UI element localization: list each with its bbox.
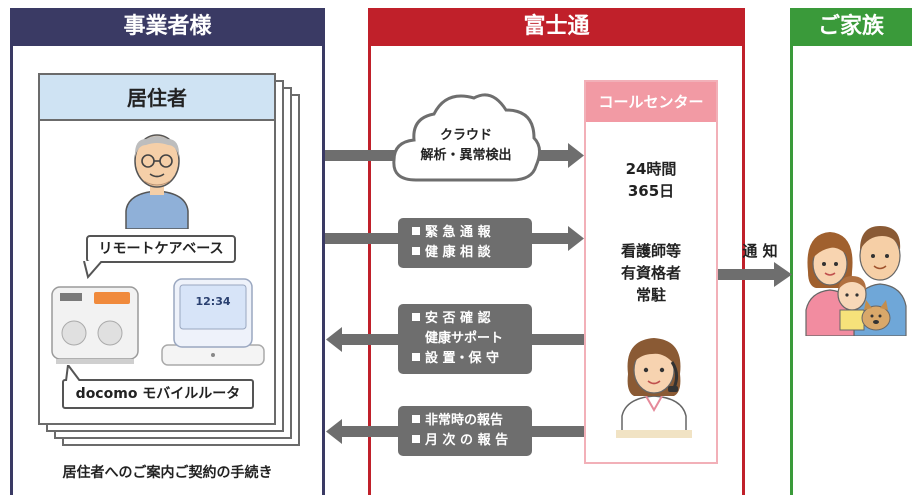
flow-emergency-report: 非常時の報告 [425, 413, 504, 428]
flow-to-center-box: 緊 急 通 報 健 康 相 談 [398, 218, 532, 268]
business-column [10, 46, 325, 495]
flow-safety-check: 安 否 確 認 [425, 311, 491, 326]
fujitsu-header: 富士通 [368, 8, 745, 46]
remote-care-device-icon [50, 283, 140, 365]
notify-label: 通 知 [742, 242, 778, 260]
cloud-icon [388, 88, 544, 188]
business-footer-text: 居住者へのご案内ご契約の手続き [62, 465, 273, 481]
operator-icon [616, 334, 692, 438]
remote-care-base-text: リモートケアベース [98, 241, 224, 257]
call-center-header: コールセンター [586, 82, 716, 122]
business-header: 事業者様 [10, 8, 325, 46]
call-center-title: コールセンター [598, 93, 704, 111]
remote-label-pointer [83, 261, 103, 279]
family-column [790, 46, 912, 495]
call-center-hours-365: 365日 [627, 182, 675, 200]
elderly-person-icon [122, 131, 192, 229]
flow-health-support: 健康サポート [425, 331, 504, 346]
cloud-label: クラウド 解析・異常検出 [392, 126, 540, 166]
arrow-emergency-head [568, 226, 584, 251]
call-center-hours-24: 24時間 [625, 160, 677, 178]
family-header: ご家族 [790, 8, 912, 46]
arrow-cloud-to-center-head [568, 143, 584, 168]
flow-health-consult: 健 康 相 談 [425, 245, 491, 260]
router-label-pointer [65, 365, 81, 381]
call-center-staff-nurse: 看護師等 [620, 242, 681, 260]
call-center-staff-resident: 常駐 [635, 286, 666, 304]
fujitsu-header-title: 富士通 [523, 14, 590, 39]
family-header-title: ご家族 [817, 14, 884, 39]
arrow-cloud-to-center-shaft [538, 150, 568, 161]
remote-care-base-label: リモートケアベース [86, 235, 236, 263]
arrow-to-cloud-shaft [325, 150, 395, 161]
flow-monthly-report: 月 次 の 報 告 [425, 433, 509, 448]
mobile-router-text: docomo モバイルルータ [75, 386, 241, 402]
call-center-hours: 24時間 365日 [586, 158, 716, 202]
flow-install-maintenance: 設 置・保 守 [425, 351, 500, 366]
flow-to-business-box-2: 非常時の報告 月 次 の 報 告 [398, 406, 532, 456]
cloud-subtitle: 解析・異常検出 [420, 148, 512, 163]
resident-card-title: 居住者 [127, 86, 187, 110]
arrow-notify-head [774, 262, 792, 287]
family-icon [804, 210, 908, 336]
arrow-notify-shaft [718, 269, 774, 280]
flow-emergency-call: 緊 急 通 報 [425, 225, 491, 240]
resident-card-header: 居住者 [40, 75, 274, 121]
cloud-title: クラウド [439, 128, 492, 143]
flow-to-business-box-1: 安 否 確 認 健康サポート 設 置・保 守 [398, 304, 532, 374]
resident-card: 居住者 リモートケアベース [38, 73, 276, 425]
call-center-box: コールセンター 24時間 365日 看護師等 有資格者 常駐 [584, 80, 718, 464]
call-center-staff: 看護師等 有資格者 常駐 [586, 240, 716, 306]
router-screen-time: 12:34 [195, 295, 231, 308]
arrow-support-head [326, 327, 342, 352]
business-header-title: 事業者様 [123, 14, 212, 39]
call-center-staff-qualified: 有資格者 [620, 264, 681, 282]
mobile-router-label: docomo モバイルルータ [62, 379, 254, 409]
arrow-report-head [326, 419, 342, 444]
mobile-router-icon: 12:34 [158, 275, 268, 367]
